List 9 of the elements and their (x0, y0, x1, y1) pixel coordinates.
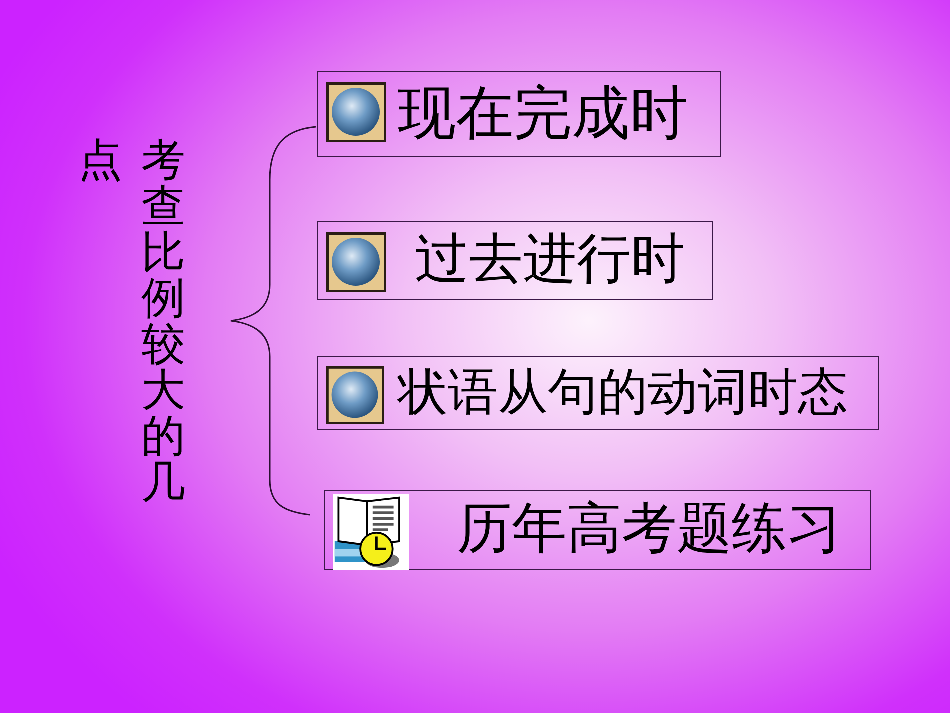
topic-label: 状语从句的动词时态 (398, 366, 848, 417)
topic-box (317, 221, 713, 300)
topic-box (324, 490, 871, 570)
vertical-heading: 考查比例较大的几点 (78, 138, 186, 510)
topic-box (317, 71, 721, 157)
topic-label: 过去进行时 (415, 232, 685, 286)
topic-label: 现在完成时 (398, 84, 688, 142)
topic-label: 历年高考题练习 (457, 501, 842, 556)
topic-box (317, 356, 879, 430)
